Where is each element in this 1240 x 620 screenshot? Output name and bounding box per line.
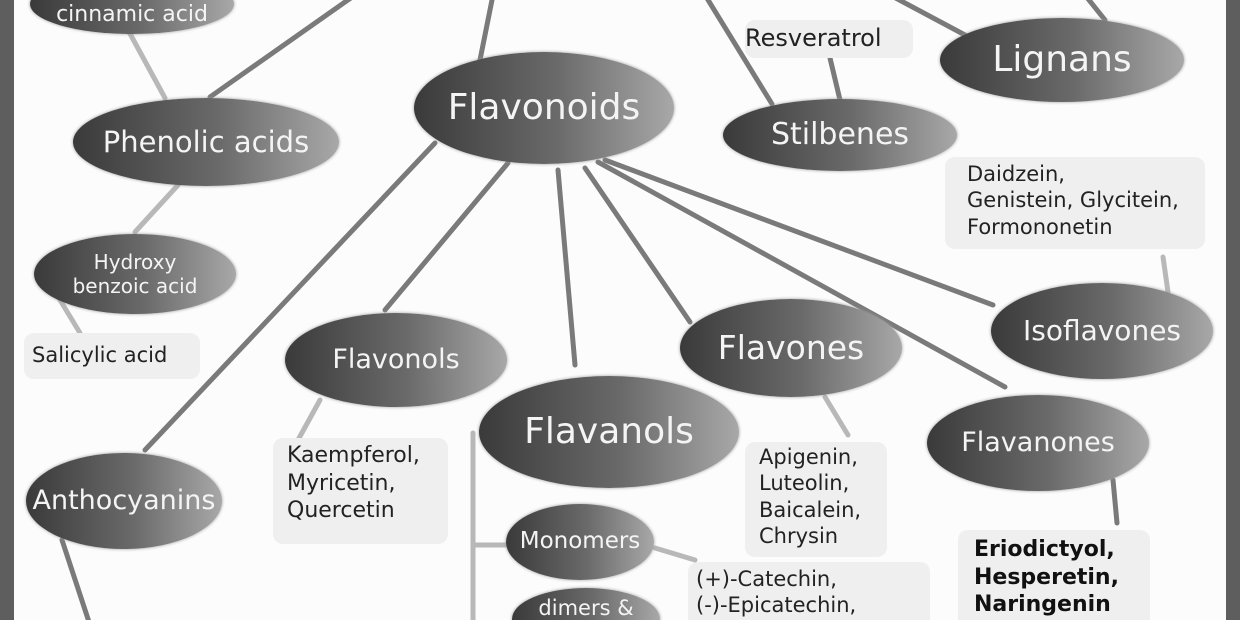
node-label: Flavones	[717, 328, 865, 368]
node-label: Flavonols	[332, 343, 460, 375]
node-phenolic-acids: Phenolic acids	[73, 98, 339, 186]
node-monomers: Monomers	[506, 504, 654, 580]
examples-isoflavones: Daidzein, Genistein, Glycitein, Formonon…	[945, 157, 1205, 249]
examples-flavonols: Kaempferol, Myricetin, Quercetin	[273, 438, 448, 544]
link	[555, 167, 578, 368]
link	[477, 0, 495, 63]
link	[142, 140, 438, 453]
link	[382, 160, 511, 313]
node-lignans: Lignans	[940, 18, 1184, 102]
node-label: Anthocyanins	[32, 484, 216, 516]
node-label: Stilbenes	[770, 117, 910, 152]
left-border	[0, 0, 14, 620]
link	[1110, 477, 1120, 526]
node-flavonoids: Flavonoids	[414, 52, 674, 164]
node-label: Phenolic acids	[102, 124, 310, 159]
link	[822, 394, 851, 438]
link	[894, 0, 968, 38]
link	[295, 397, 323, 443]
node-label: cinnamic acid	[56, 1, 208, 27]
node-label: Isoflavones	[1022, 314, 1182, 348]
node-label: dimers &	[538, 596, 634, 620]
right-border	[1226, 0, 1240, 620]
node-flavonols: Flavonols	[285, 313, 507, 407]
link	[652, 545, 698, 563]
link	[705, 0, 775, 107]
link	[1085, 0, 1108, 23]
link	[59, 537, 91, 620]
node-flavanones: Flavanones	[927, 395, 1149, 491]
node-label: Hydroxy benzoic acid	[72, 250, 198, 298]
node-label: Flavanols	[524, 411, 694, 453]
link	[827, 55, 843, 103]
link	[57, 297, 83, 336]
node-stilbenes: Stilbenes	[723, 99, 957, 171]
node-label: Flavanones	[961, 426, 1115, 458]
link	[602, 157, 996, 308]
examples-monomers: (+)-Catechin, (-)-Epicatechin,	[688, 562, 930, 620]
node-label: Lignans	[992, 39, 1132, 81]
examples-hydroxybenzoic: Salicylic acid	[24, 333, 200, 379]
node-anthocyanins: Anthocyanins	[26, 453, 222, 549]
link	[125, 27, 168, 101]
link	[582, 165, 693, 325]
node-flavones: Flavones	[680, 299, 902, 397]
examples-flavanones: Eriodictyol, Hesperetin, Naringenin	[958, 530, 1150, 620]
node-label: Monomers	[519, 528, 641, 555]
node-isoflavones: Isoflavones	[991, 283, 1213, 379]
node-flavanols: Flavanols	[479, 376, 739, 488]
examples-flavones: Apigenin, Luteolin, Baicalein, Chrysin	[745, 442, 887, 557]
link	[207, 0, 353, 100]
node-hydroxy-benzoic-acid: Hydroxy benzoic acid	[34, 234, 236, 314]
link	[595, 159, 1008, 390]
node-label: Flavonoids	[447, 87, 641, 129]
link	[1160, 254, 1171, 295]
examples-stilbenes: Resveratrol	[745, 20, 913, 58]
link	[132, 182, 181, 235]
